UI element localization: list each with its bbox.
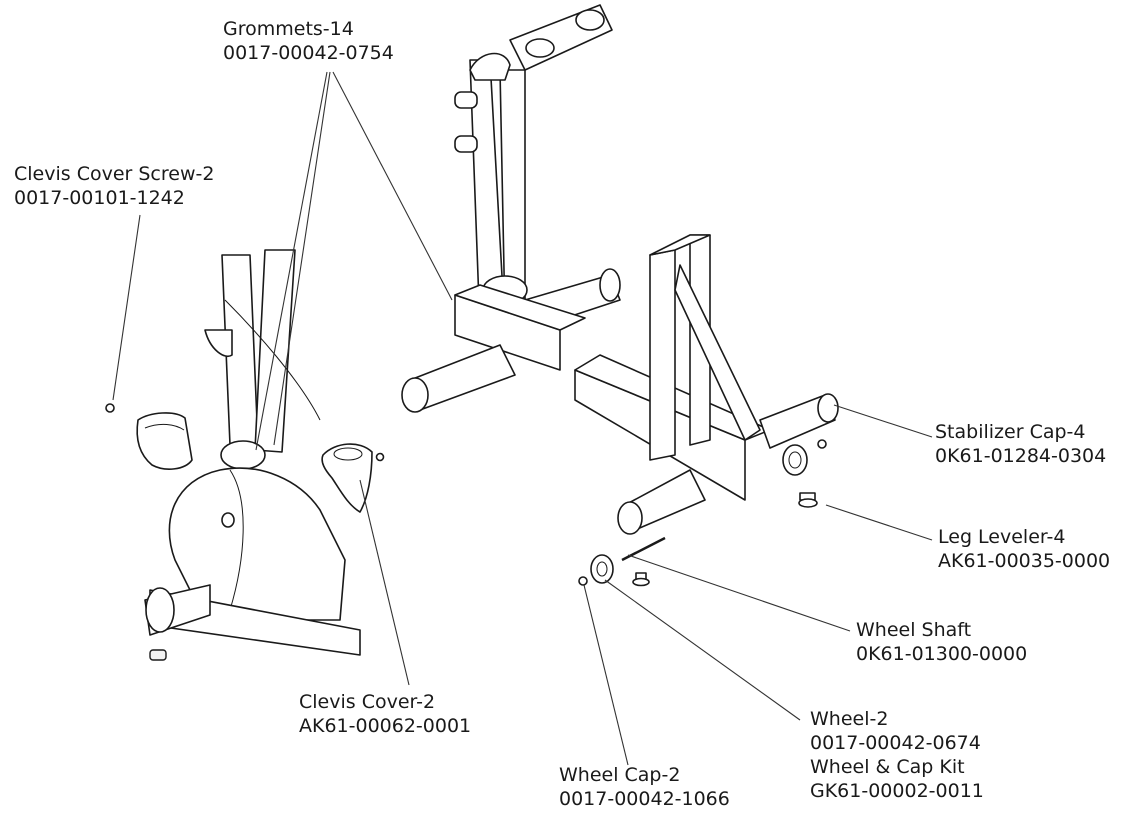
leader-wheel: [604, 579, 801, 721]
wheel-shaft-part: [621, 536, 666, 562]
callout-wheel-shaft-name: Wheel Shaft: [856, 619, 972, 641]
callout-clevis-cover-name: Clevis Cover-2: [299, 691, 436, 713]
left-foot-leveler: [149, 649, 167, 661]
callout-wheel-cap-part: 0017-00042-1066: [559, 788, 730, 810]
leader-clevis-cover: [359, 479, 410, 686]
small-parts: [578, 439, 827, 587]
front-stabilizer-lower-cap: [617, 501, 643, 535]
callout-leg-leveler-part: AK61-00035-0000: [938, 550, 1111, 572]
callout-clevis-cover: Clevis Cover-2 AK61-00062-0001: [299, 690, 471, 738]
leader-stabilizer-cap: [833, 404, 933, 438]
callout-wheel-cap-name: Wheel Cap-2: [559, 764, 681, 786]
post-side-boss-lower: [454, 135, 478, 153]
callout-wheel-shaft-part: 0K61-01300-0000: [856, 643, 1028, 665]
housing-contour: [229, 469, 244, 611]
clevis-screw-left: [105, 403, 115, 413]
left-frame-assembly: [144, 249, 361, 661]
rear-bracket: [204, 329, 233, 357]
wheel-upper-hub: [788, 451, 802, 469]
wheel-lower-hub: [596, 561, 608, 577]
callout-wheel-name: Wheel-2: [810, 708, 889, 730]
callout-wheel-part: 0017-00042-0674: [810, 732, 981, 754]
right-stabilizer-tube: [759, 394, 836, 449]
rear-stabilizer-cap: [599, 268, 621, 302]
callout-wheel-shaft: Wheel Shaft 0K61-01300-0000: [856, 618, 1027, 666]
leader-lines: [112, 71, 933, 766]
upright-brace: [674, 264, 761, 441]
leader-grommets-3: [332, 71, 453, 301]
clevis-cover-right-rim: [333, 447, 363, 461]
callout-stabilizer-cap-part: 0K61-01284-0304: [935, 445, 1107, 467]
right-frame-assembly: [401, 234, 839, 535]
housing-hole: [221, 512, 235, 528]
callout-grommets-name: Grommets-14: [223, 18, 354, 40]
callout-clevis-cover-screw-name: Clevis Cover Screw-2: [14, 163, 215, 185]
post-arm-end: [575, 9, 605, 31]
leader-grommets-2: [273, 71, 331, 446]
callout-clevis-cover-part: AK61-00062-0001: [299, 715, 472, 737]
leader-clevis-cover-screw: [112, 214, 141, 401]
wheel-cap-lower: [578, 576, 588, 586]
front-stabilizer-left-cap: [401, 377, 429, 413]
callout-grommets-part: 0017-00042-0754: [223, 42, 394, 64]
leader-leg-leveler: [825, 504, 933, 541]
callout-clevis-cover-screw: Clevis Cover Screw-2 0017-00101-1242: [14, 162, 214, 210]
callout-stabilizer-cap-name: Stabilizer Cap-4: [935, 421, 1086, 443]
clevis-cover-left-part: [136, 412, 193, 470]
post-arm-plate: [525, 38, 555, 58]
upper-post-assembly: [454, 4, 613, 331]
leader-wheel-cap: [583, 584, 629, 766]
base-housing: [168, 467, 346, 621]
clevis-covers: [105, 403, 385, 513]
leg-leveler-lower-pad: [632, 577, 650, 587]
tube-collar: [220, 440, 266, 470]
callout-wheel: Wheel-2 0017-00042-0674 Wheel & Cap Kit …: [810, 707, 984, 803]
callout-wheel-kit-part: GK61-00002-0011: [810, 780, 984, 802]
callout-leg-leveler: Leg Leveler-4 AK61-00035-0000: [938, 525, 1110, 573]
right-stabilizer-cap: [817, 393, 839, 423]
wheel-lower: [590, 554, 614, 584]
leader-grommets-1: [255, 71, 328, 451]
upright-front-leg: [649, 249, 676, 461]
callout-grommets: Grommets-14 0017-00042-0754: [223, 17, 394, 65]
post-side-boss-upper: [454, 91, 478, 109]
callout-wheel-cap: Wheel Cap-2 0017-00042-1066: [559, 763, 730, 811]
upright-top: [649, 234, 711, 256]
wheel-upper: [782, 444, 808, 476]
clevis-cover-right-part: [321, 443, 373, 513]
callout-stabilizer-cap: Stabilizer Cap-4 0K61-01284-0304: [935, 420, 1106, 468]
post-top-cap: [469, 52, 511, 81]
clevis-screw-right: [375, 452, 385, 462]
main-beam-front-top: [454, 284, 586, 331]
wheel-upper-cap: [817, 439, 827, 449]
frame-seam-line: [224, 299, 321, 421]
leader-wheel-shaft: [627, 554, 851, 632]
leg-leveler-pad: [798, 498, 818, 508]
callout-leg-leveler-name: Leg Leveler-4: [938, 526, 1066, 548]
callout-wheel-kit-name: Wheel & Cap Kit: [810, 756, 965, 778]
callout-clevis-cover-screw-part: 0017-00101-1242: [14, 187, 185, 209]
left-stabilizer-end: [145, 587, 175, 633]
clevis-cover-left-rim: [144, 423, 185, 431]
